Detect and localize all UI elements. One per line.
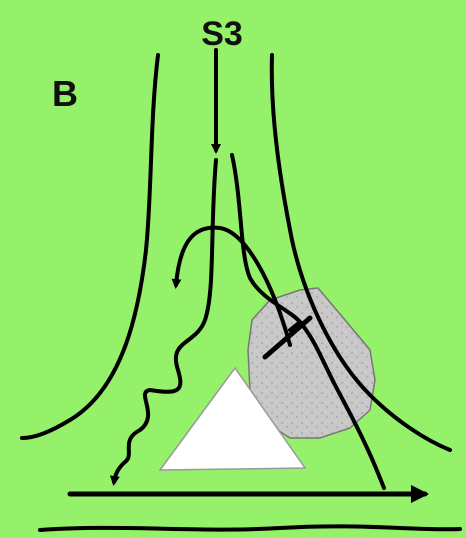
left-wall-line <box>22 55 158 438</box>
signal-label: S3 <box>201 15 243 53</box>
panel-label: B <box>52 73 78 114</box>
bottom-wavy-line <box>40 526 460 530</box>
